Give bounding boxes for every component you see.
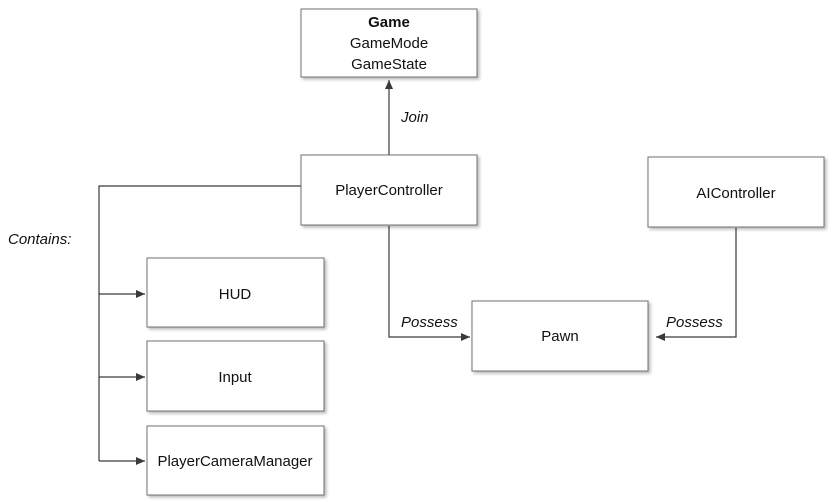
ai-controller-label: AIController — [696, 185, 775, 202]
player-controller-label: PlayerController — [335, 182, 443, 199]
game-node-line-gamestate: GameState — [351, 56, 427, 73]
edges — [98, 80, 737, 465]
ai-possess-edge — [656, 228, 737, 341]
player-possess-label: Possess — [401, 314, 458, 331]
player-possess-edge — [388, 226, 470, 341]
pawn-label: Pawn — [541, 328, 579, 345]
camera-manager-node: PlayerCameraManager — [146, 425, 325, 496]
ai-possess-label: Possess — [666, 314, 723, 331]
input-node: Input — [146, 340, 325, 412]
hud-label: HUD — [219, 286, 252, 303]
hud-node: HUD — [146, 257, 325, 328]
contains-label: Contains: — [8, 231, 71, 248]
game-node-title: Game — [368, 14, 410, 31]
player-controller-node: PlayerController — [300, 154, 478, 226]
game-node-line-gamemode: GameMode — [350, 35, 428, 52]
join-label: Join — [400, 109, 429, 126]
game-node: Game GameMode GameState — [300, 8, 478, 78]
contains-trunk — [98, 185, 301, 461]
pawn-node: Pawn — [471, 300, 649, 372]
input-label: Input — [218, 369, 252, 386]
camera-manager-label: PlayerCameraManager — [157, 453, 312, 470]
ai-controller-node: AIController — [647, 156, 825, 228]
